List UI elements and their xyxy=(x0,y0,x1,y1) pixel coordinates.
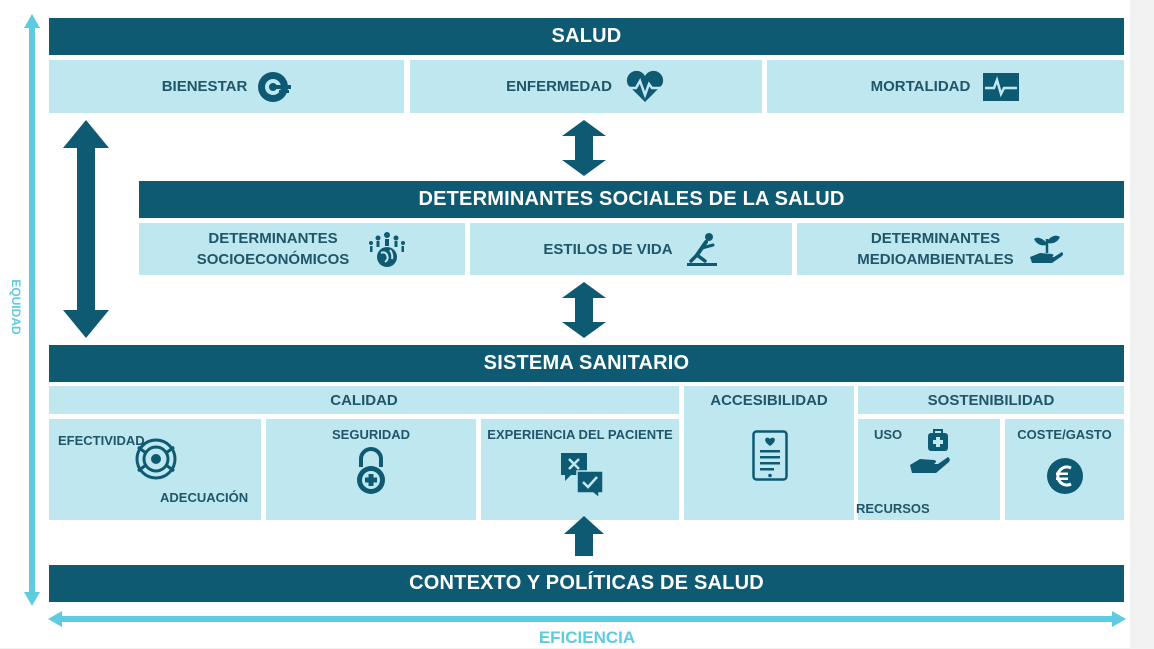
chat-bubbles-icon xyxy=(559,451,605,499)
bienestar-label: BIENESTAR xyxy=(161,78,248,95)
efficiency-axis-arrow xyxy=(48,611,1126,627)
euro-coin-icon xyxy=(1046,457,1084,495)
socioeconomicos-line1: DETERMINANTES xyxy=(208,230,338,247)
salud-header: SALUD xyxy=(49,18,1124,55)
socioeconomicos-label: DETERMINANTES SOCIOECONÓMICOS xyxy=(197,228,350,270)
seguridad-label: SEGURIDAD xyxy=(331,427,410,442)
enfermedad-cell: ENFERMEDAD xyxy=(410,60,762,113)
contexto-sistema-arrow xyxy=(564,516,604,556)
estilos-vida-label: ESTILOS DE VIDA xyxy=(543,240,673,258)
coste-gasto-label: COSTE/GASTO xyxy=(1017,427,1112,442)
sistema-header: SISTEMA SANITARIO xyxy=(49,345,1124,382)
accesibilidad-cell: ACCESIBILIDAD xyxy=(684,386,854,520)
hand-medkit-icon xyxy=(908,429,954,479)
estilos-vida-cell: ESTILOS DE VIDA xyxy=(470,223,792,275)
padlock-icon xyxy=(352,447,390,497)
determinantes-header: DETERMINANTES SOCIALES DE LA SALUD xyxy=(139,181,1124,218)
accesibilidad-label: ACCESIBILIDAD xyxy=(710,392,828,409)
efectividad-cell: EFECTIVIDAD ADECUACIÓN xyxy=(49,419,261,520)
exercise-figure-icon xyxy=(685,231,719,267)
diagram-canvas: EQUIDAD EFICIENCIA SALUD BIENESTAR ENFER… xyxy=(0,0,1130,648)
sostenibilidad-header: SOSTENIBILIDAD xyxy=(858,386,1124,414)
socioeconomicos-line2: SOCIOECONÓMICOS xyxy=(196,251,350,268)
wellbeing-head-icon xyxy=(257,70,292,104)
medioambientales-label: DETERMINANTES MEDIOAMBIENTALES xyxy=(857,228,1013,270)
uso-recursos-cell: USO RECURSOS xyxy=(856,419,1000,520)
medioambientales-cell: DETERMINANTES MEDIOAMBIENTALES xyxy=(797,223,1124,275)
efficiency-axis-label: EFICIENCIA xyxy=(538,628,636,647)
equity-axis-arrow xyxy=(24,14,40,606)
coste-gasto-cell: COSTE/GASTO xyxy=(1005,419,1124,520)
efectividad-label: EFECTIVIDAD xyxy=(58,433,145,448)
socioeconomicos-cell: DETERMINANTES SOCIOECONÓMICOS xyxy=(139,223,465,275)
hand-plant-icon xyxy=(1028,231,1064,267)
adecuacion-label: ADECUACIÓN xyxy=(160,490,249,505)
contexto-header: CONTEXTO Y POLÍTICAS DE SALUD xyxy=(49,565,1124,602)
target-icon xyxy=(134,437,178,481)
uso-label: USO xyxy=(874,427,903,442)
salud-determinantes-arrow xyxy=(562,120,606,176)
mortalidad-label: MORTALIDAD xyxy=(870,78,971,95)
ecg-flatline-icon xyxy=(982,72,1020,102)
mortalidad-cell: MORTALIDAD xyxy=(767,60,1124,113)
recursos-label: RECURSOS xyxy=(856,501,930,516)
seguridad-cell: SEGURIDAD xyxy=(266,419,476,520)
medioambientales-line1: DETERMINANTES xyxy=(870,230,1001,247)
tablet-document-icon xyxy=(752,430,788,482)
calidad-header: CALIDAD xyxy=(49,386,679,414)
experiencia-label: EXPERIENCIA DEL PACIENTE xyxy=(487,427,673,442)
bienestar-cell: BIENESTAR xyxy=(49,60,404,113)
enfermedad-label: ENFERMEDAD xyxy=(506,78,612,95)
medioambientales-line2: MEDIOAMBIENTALES xyxy=(857,251,1014,268)
salud-sistema-double-arrow xyxy=(63,120,109,338)
equity-axis-label: EQUIDAD xyxy=(9,279,23,335)
heart-pulse-icon xyxy=(624,70,666,104)
determinantes-sistema-arrow xyxy=(562,282,606,338)
people-globe-icon xyxy=(367,229,407,269)
experiencia-cell: EXPERIENCIA DEL PACIENTE xyxy=(481,419,679,520)
